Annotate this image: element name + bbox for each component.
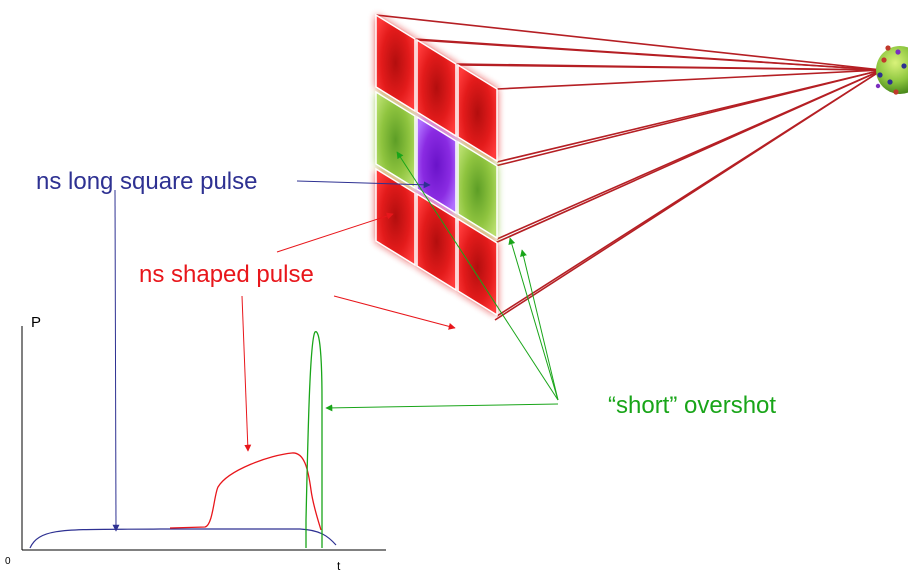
- beam-line: [416, 39, 883, 71]
- overshot-curve: [305, 331, 323, 548]
- beam-cell-red: [416, 38, 457, 138]
- shaped-pulse-curve: [169, 452, 322, 531]
- beam-cell-purple: [416, 115, 457, 215]
- beam-line: [494, 69, 883, 321]
- plot-axes: [21, 326, 386, 551]
- beam-cell-grid: [375, 13, 498, 317]
- square-pulse-label: ns long square pulse: [36, 168, 258, 195]
- square-pulse-arrows: [112, 180, 431, 532]
- square-pulse-curve: [29, 528, 337, 549]
- beam-cell-red: [457, 63, 498, 163]
- overshot-arrows: [325, 151, 559, 412]
- beam-cell-red: [375, 13, 416, 113]
- x-axis-label: t: [337, 559, 341, 573]
- y-axis-label: P: [31, 314, 42, 331]
- origin-label: 0: [5, 556, 11, 567]
- target-sphere-icon: [875, 45, 908, 95]
- beam-cell-red: [375, 167, 416, 267]
- beam-cell-green: [457, 140, 498, 240]
- beam-lines: [375, 14, 883, 321]
- shaped-pulse-arrows: [241, 212, 456, 452]
- beam-line: [457, 64, 883, 71]
- shaped-pulse-label: ns shaped pulse: [139, 261, 314, 288]
- beam-line: [496, 69, 883, 90]
- beam-line: [494, 69, 883, 167]
- beam-line: [375, 14, 883, 71]
- beam-line: [494, 69, 883, 244]
- overshot-label: “short” overshot: [608, 392, 777, 419]
- beam-cell-red: [416, 192, 457, 292]
